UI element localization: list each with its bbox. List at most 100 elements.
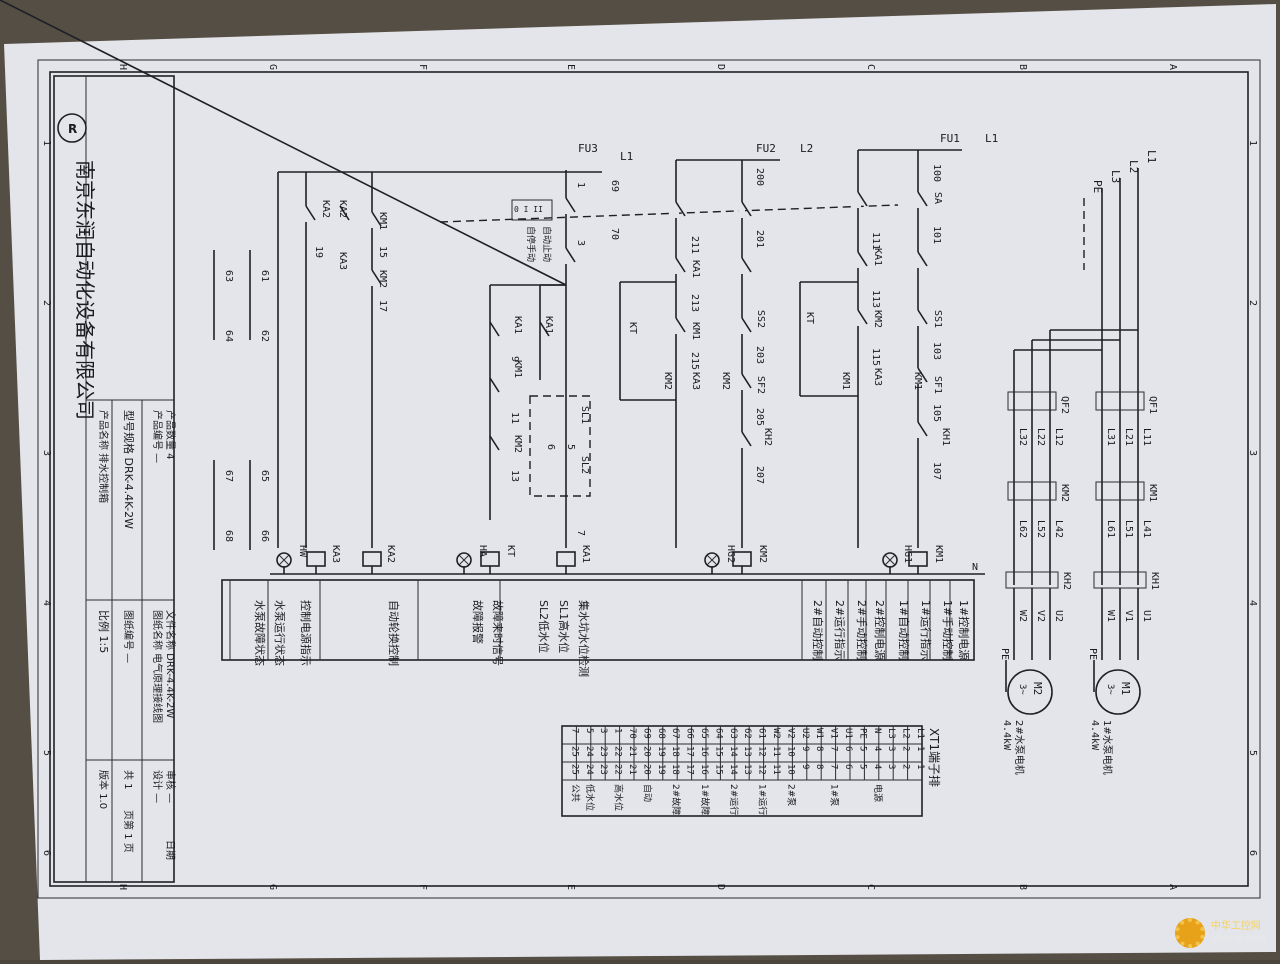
cable-1-l31: L31 [1105,428,1116,446]
mode-selector-positions: 0 I II [514,205,543,214]
xt-row-function: 2#故障 [670,784,682,815]
motor-1-symbol [1095,669,1141,715]
cable-2-l32: L32 [1017,428,1028,446]
xt-row-terminal: 14 [728,764,738,775]
node-label-2: 215 [689,352,700,370]
xt-row-function: 公共 [569,784,580,802]
xt-row-function: 2#运行 [728,784,740,815]
xt-row-wire: L2 [901,728,911,739]
frame-number-left: 6 [41,850,52,856]
terminal-table: XT1端子排 L111L222L333N44电源PE55U166V1771#泵W… [561,725,941,817]
xt-row-index: 1 [915,746,925,751]
km1-main-contact [1095,481,1145,501]
rail-l3-label: L3 [1109,170,1122,183]
xt-row-wire: 3 [598,728,608,733]
ss1-label: SS1 [932,310,943,328]
tb-quantity: 产品数量 4 [164,410,177,460]
km2-aux-2: KM2 [662,372,673,390]
node-label-2: 203 [754,346,765,364]
coil-label: HG1 [902,545,913,563]
aux-terminal-69: 69 [609,180,620,192]
legend-item: 故障报警 [471,600,485,644]
coil-label: KA1 [580,545,591,563]
xt-row-index: 15 [713,746,723,757]
mode-selector [511,199,553,221]
frame-letter-bottom: G [267,884,278,890]
km1-aux-4: KM1 [377,212,388,230]
gear-logo-icon [1174,918,1205,948]
legend-item: SL1高水位 [557,600,571,653]
motor-1-phase: 3~ [1105,684,1115,695]
legend-item: 故障来时信号 [491,600,505,666]
fu2-line: L2 [800,142,813,155]
function-legend: 1#控制电源1#手动控制1#运行指示1#自动控制2#控制电源2#手动控制2#运行… [221,579,975,677]
contact-gap [369,270,375,286]
node-label-3: 15 [377,246,388,258]
xt-row-index: 14 [728,746,738,757]
coil-label: HA [477,545,488,557]
qf2-label: QF2 [1059,396,1070,414]
contact-gap [855,310,861,326]
sl-node-5: 5 [565,444,576,450]
xt-row-index: 22 [613,746,623,757]
kh2-power-label: KH2 [1061,572,1072,590]
ka2-contact-2: KA2 [337,200,348,218]
legend-item: 自动轮换控制 [387,600,401,666]
contact-blade [917,421,928,437]
motor-1-name: M1 [1119,682,1132,695]
coil-label: KA2 [385,545,396,563]
legend-item: SL2低水位 [537,600,551,653]
xt-row-index: 24 [584,746,594,757]
tb-model: 型号规格 DRK-4.4K-2W [122,410,136,529]
xt-row-terminal: 8 [814,764,824,769]
legend-item: 1#控制电源 [957,600,971,660]
km2-main-contact [1007,481,1057,501]
legend-item: 2#控制电源 [873,600,887,660]
xt-row-function: 2#泵 [785,784,796,806]
xt-row-terminal: 2 [901,764,911,769]
xt-row-terminal: 10 [785,764,795,775]
level-switch-box [529,395,591,497]
contact-blade [371,211,382,227]
contact-gap [915,422,921,438]
contact-blade [857,251,868,267]
xt-row-wire: V1 [829,728,839,739]
xt-row-wire: W2 [771,728,781,739]
frame-letter-top: C [865,64,876,70]
legend-item: 2#手动控制 [855,600,869,660]
xt-row-function: 1#泵 [829,784,840,806]
frame-number-left: 3 [41,450,52,456]
contact-gap [673,318,679,334]
rail-l1-label: L1 [1145,150,1158,163]
inner-frame [49,71,1249,887]
contact-gap [915,310,921,326]
xt-row-index: 4 [872,746,882,751]
km1-aux-3: KM1 [512,360,523,378]
rail-l2-label: L2 [1127,160,1140,173]
xt-row-function: 高水位 [613,784,625,811]
coil-label: KM1 [933,545,944,563]
frame-letter-top: A [1167,64,1178,70]
node-label-3: 1 [575,182,586,188]
tb-scale: 比例 1:5 [97,610,111,653]
contact-gap [915,368,921,384]
contact-gap [739,318,745,334]
fu3-line: L1 [620,150,633,163]
aux-terminal-62: 62 [259,330,270,342]
cable-1-l21: L21 [1123,428,1134,446]
kt-contact-2: KT [627,322,638,334]
contact-gap [739,202,745,218]
km2-power-label: KM2 [1059,484,1070,502]
fu3-label: FU3 [578,142,598,155]
xt-row-wire: 64 [713,728,723,739]
tb-drawing-name: 图纸名称 电气原理接线图 [151,610,164,723]
contact-blade [857,191,868,207]
xt-row-function: 电源 [872,784,884,802]
node-label-1: 115 [870,348,881,366]
contact-blade [489,435,500,451]
terminal-v2: V2 [1035,610,1046,622]
sa-label: SA [932,192,943,204]
node-label-1: 105 [931,404,942,422]
out-2-l62: L62 [1017,520,1028,538]
